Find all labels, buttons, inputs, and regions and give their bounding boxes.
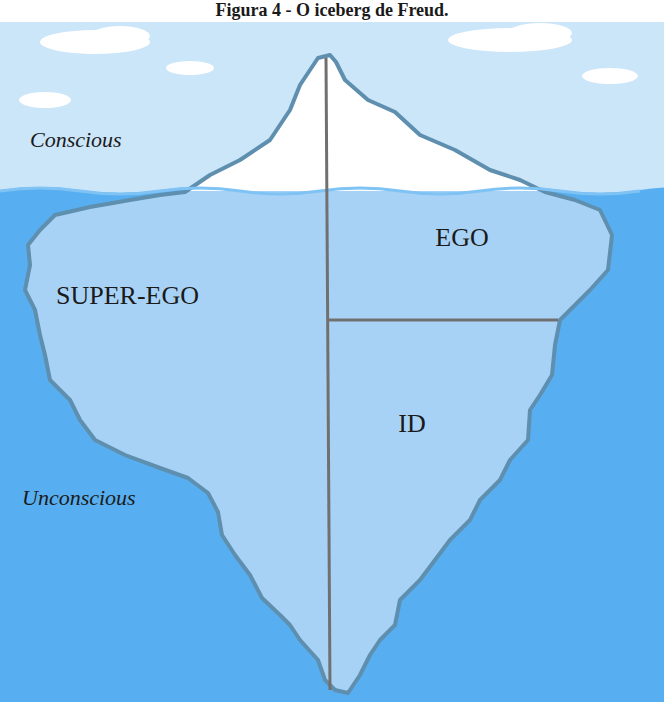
iceberg-outline [25,55,612,693]
figure-title: Figura 4 - O iceberg de Freud. [215,1,448,21]
waterline [0,188,640,194]
part-label: EGO [435,224,488,253]
divider-line [327,319,558,322]
part-label: ID [398,410,425,439]
iceberg-above-water [25,55,612,191]
iceberg-below-water [25,191,612,693]
region-label: Unconscious [22,486,136,510]
part-label: SUPER-EGO [56,282,199,311]
region-label: Conscious [30,128,122,152]
divider-line [326,58,330,690]
